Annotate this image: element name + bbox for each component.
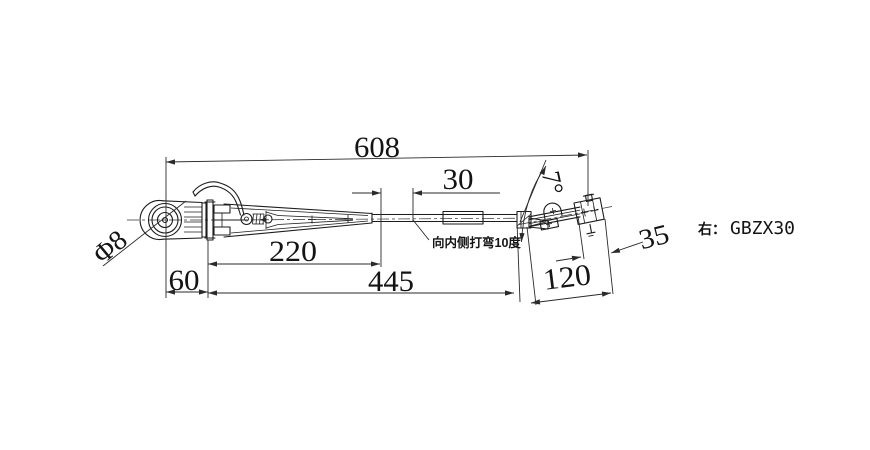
dim-60-label: 60	[169, 264, 200, 297]
dim-445-label: 445	[368, 265, 414, 298]
bend-note: 向内侧打弯10度	[412, 219, 521, 250]
dim-30: 30	[352, 163, 500, 267]
bend-note-text: 向内侧打弯10度	[432, 235, 521, 250]
arm-channel	[223, 203, 373, 238]
tip-section	[528, 206, 581, 228]
pivot-clamp	[201, 199, 245, 241]
svg-text:右： GBZX30: 右： GBZX30	[697, 218, 795, 239]
dim-35: 35	[555, 215, 673, 262]
pivot-serrations	[184, 206, 202, 233]
arm-rod	[371, 210, 518, 225]
blade-adapter	[539, 202, 563, 231]
dim-220-label: 220	[269, 235, 317, 268]
part-code: GBZX30	[730, 218, 795, 239]
angle-7-label: 7°	[536, 168, 569, 197]
dim-35-label: 35	[636, 219, 673, 256]
dim-608: 608	[165, 131, 589, 298]
bolt-cross-right	[590, 206, 599, 215]
dim-120: 120	[526, 218, 614, 306]
dim-60: 60	[166, 264, 208, 297]
bottom-bolt	[586, 223, 596, 237]
part-label: 右： GBZX30	[697, 218, 795, 239]
dia-phi8-label: Φ8	[87, 224, 133, 270]
dim-220: 220	[207, 235, 380, 298]
dim-445: 445	[208, 221, 521, 303]
pivot-head	[139, 199, 203, 241]
bolt-cross-left	[580, 208, 589, 217]
channel-inner-spring	[259, 211, 354, 229]
end-clamp	[573, 193, 605, 237]
dim-120-label: 120	[541, 258, 593, 297]
rivet-cross-marks	[308, 215, 352, 224]
top-bolt	[582, 193, 595, 203]
part-label-prefix: 右：	[697, 221, 726, 237]
dim-30-label: 30	[443, 163, 474, 196]
rod-sleeve	[442, 210, 484, 225]
dim-608-label: 608	[354, 131, 400, 164]
